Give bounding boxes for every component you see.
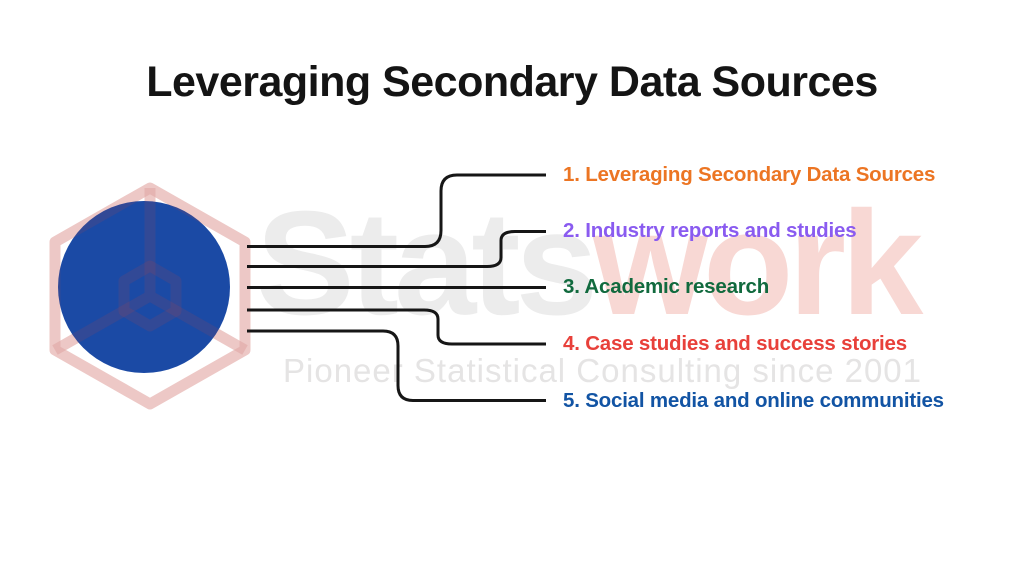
list-item-3: 3. Academic research	[563, 275, 770, 298]
list-item-4: 4. Case studies and success stories	[563, 332, 907, 355]
central-node-circle	[58, 201, 230, 373]
list-item-1: 1. Leveraging Secondary Data Sources	[563, 163, 936, 186]
watermark-brand-part2: work	[592, 181, 923, 346]
connector-line-5	[247, 329, 546, 402]
watermark-brand-part1: Stats	[256, 181, 598, 346]
hexagon-cube-overlay-icon	[49, 182, 251, 410]
connector-line-2	[247, 230, 546, 268]
watermark-brand-text: Statswork	[256, 190, 923, 338]
connector-line-4	[247, 308, 546, 346]
page-title: Leveraging Secondary Data Sources	[146, 58, 878, 106]
watermark-tagline: Pioneer Statistical Consulting since 200…	[283, 352, 923, 389]
connector-line-1	[247, 173, 546, 248]
list-item-5: 5. Social media and online communities	[563, 389, 944, 412]
list-item-2: 2. Industry reports and studies	[563, 219, 857, 242]
